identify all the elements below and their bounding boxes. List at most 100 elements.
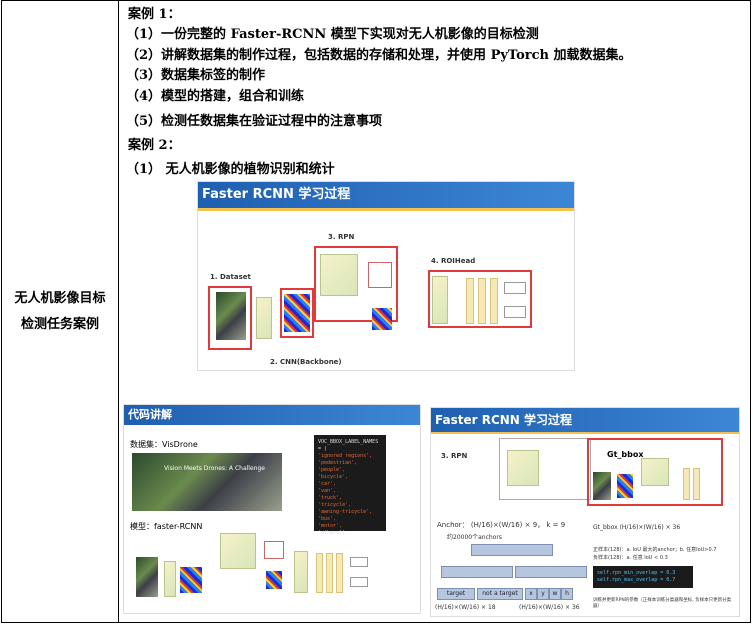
bottom-right-dims: (H/16)×(W/16) × 36 (519, 604, 580, 611)
rpn-label: 3. RPN (328, 233, 355, 241)
left-cell: 无人机影像目标 检测任务案例 (2, 0, 118, 623)
code-line: 'motor', (318, 523, 343, 529)
input-image (136, 557, 158, 597)
case2-item-1: （1） 无人机影像的植物识别和统计 (126, 162, 335, 177)
anchor-bar-right (515, 566, 587, 578)
video-caption: Vision Meets Drones: A Challenge (164, 465, 265, 472)
overview-fc-2 (693, 468, 700, 500)
fc-layer-c (336, 553, 343, 593)
rpn-network (499, 438, 591, 500)
gt-bbox-label: Gt_bbox (607, 450, 644, 459)
left-cell-line-1: 无人机影像目标 (14, 290, 106, 306)
overlap-code: self.rpn_min_overlap = 0.3 self.rpn_max_… (593, 566, 693, 588)
x-box: x (525, 588, 537, 600)
rpn-output-2 (264, 541, 284, 559)
feature-map-2 (180, 567, 202, 593)
bottom-left-dims: (H/16)×(W/16) × 18 (435, 604, 496, 611)
dataset-box (208, 286, 252, 350)
roi-cube-2 (294, 551, 308, 593)
left-cell-line-2: 检测任务案例 (20, 316, 99, 332)
negative-samples: 负样本(128)：a. 任意 IoU < 0.3 (593, 555, 668, 561)
rpn-box (314, 246, 398, 322)
code-line: 'truck', (318, 495, 343, 501)
slide3-rpn-label: 3. RPN (441, 452, 468, 460)
slide1-accent-bar (198, 208, 574, 211)
fc-layer-a (316, 553, 323, 593)
visdrone-video (132, 453, 282, 511)
code-line: 'car', (318, 481, 337, 487)
reg-output-2 (350, 577, 368, 587)
case1-title: 案例 1： (128, 7, 181, 22)
rpn-cube (320, 254, 358, 296)
faster-rcnn-diagram-slide: Faster RCNN 学习过程 1. Dataset 3. RPN 4. RO… (197, 181, 575, 371)
anchor-text: Anchor： (H/16)×(W/16) × 9， k = 9 (437, 521, 566, 529)
positive-samples: 正样本(128)：a. IoU 最大的anchor；b. 任意IoU>0.7 (593, 547, 717, 553)
rpn-feature (372, 308, 392, 330)
dataset-image (216, 292, 246, 340)
anchor-count: 约20000个anchors (447, 534, 502, 541)
rpn-cube-2 (220, 533, 256, 569)
h-box: h (561, 588, 573, 600)
left-cell-label: 无人机影像目标 检测任务案例 (14, 286, 105, 338)
case1-item-3: （3）数据集标签的制作 (126, 68, 266, 83)
code-line: 'tricycle', (318, 502, 352, 508)
cnn-label: 2. CNN(Backbone) (270, 358, 342, 366)
rpn-output (368, 262, 392, 288)
code-explanation-slide: 代码讲解 数据集：VisDrone Vision Meets Drones: A… (123, 404, 421, 614)
overview-box (587, 438, 723, 506)
code-line: 'bus', (318, 516, 337, 522)
backbone-cube-1 (256, 297, 272, 339)
fc-layer-2 (478, 278, 486, 324)
feature-map (284, 294, 310, 332)
overview-feature (617, 474, 633, 498)
overview-image (593, 472, 611, 500)
code-line: 'ignored regions', (318, 453, 373, 459)
fc-layer-b (326, 553, 333, 593)
roihead-box (428, 270, 532, 328)
reg-output (504, 306, 526, 318)
backbone-box (280, 288, 314, 338)
label-names-code: VOC_BBOX_LABEL_NAMES = ( 'ignored region… (314, 435, 386, 536)
cls-output (504, 282, 526, 294)
code-line: 'van', (318, 488, 337, 494)
anchor-bar-top (471, 544, 553, 556)
backbone-cube-2 (164, 561, 176, 597)
case2-title: 案例 2： (128, 138, 181, 153)
case1-item-2: （2）讲解数据集的制作过程，包括数据的存储和处理，并使用 PyTorch 加载数… (126, 48, 632, 63)
target-box: target (437, 588, 475, 600)
slide1-title: Faster RCNN 学习过程 (198, 182, 574, 208)
code-line: 'bicycle', (318, 474, 349, 480)
not-target-box: not a target (477, 588, 523, 600)
code-line: 'pedestrian', (318, 460, 358, 466)
case1-item-4: （4）模型的搭建，组合和训练 (126, 89, 305, 104)
dataset-label: 1. Dataset (210, 273, 251, 281)
fc-layer-3 (490, 278, 498, 324)
dataset-name-label: 数据集：VisDrone (130, 440, 198, 449)
slide2-title: 代码讲解 (124, 405, 420, 425)
model-name-label: 模型：faster-RCNN (130, 522, 203, 531)
code-line: 'awning-tricycle', (318, 509, 373, 515)
y-box: y (537, 588, 549, 600)
anchor-bar-left (441, 566, 513, 578)
case1-item-1: （1）一份完整的 Faster-RCNN 模型下实现对无人机影像的目标检测 (126, 27, 539, 42)
slide3-accent-bar (431, 432, 739, 434)
cls-output-2 (350, 557, 368, 567)
gt-dims-text: Gt_bbox (H/16)×(W/16) × 36 (593, 524, 681, 531)
rpn-network-cube (507, 450, 539, 486)
rpn-feature-2 (266, 571, 282, 589)
code-line: VOC_BBOX_LABEL_NAMES = ( (318, 439, 379, 452)
slide3-title: Faster RCNN 学习过程 (431, 408, 739, 432)
overview-cube (641, 458, 669, 486)
fc-layer-1 (466, 278, 474, 324)
code-line: 'others') (318, 530, 346, 536)
code-line-max: self.rpn_max_overlap = 0.7 (597, 577, 676, 583)
case1-item-5: （5）检测任数据集在验证过程中的注意事项 (126, 114, 383, 129)
code-line: 'people', (318, 467, 346, 473)
code-line-min: self.rpn_min_overlap = 0.3 (597, 570, 676, 576)
training-note: 训练并更新RPN的参数（正样本训练分类器和坐标, 负样本只更新分类器） (593, 598, 732, 609)
w-box: w (549, 588, 561, 600)
roihead-label: 4. ROIHead (431, 257, 476, 265)
column-divider (118, 0, 119, 623)
overview-fc-1 (683, 468, 690, 500)
